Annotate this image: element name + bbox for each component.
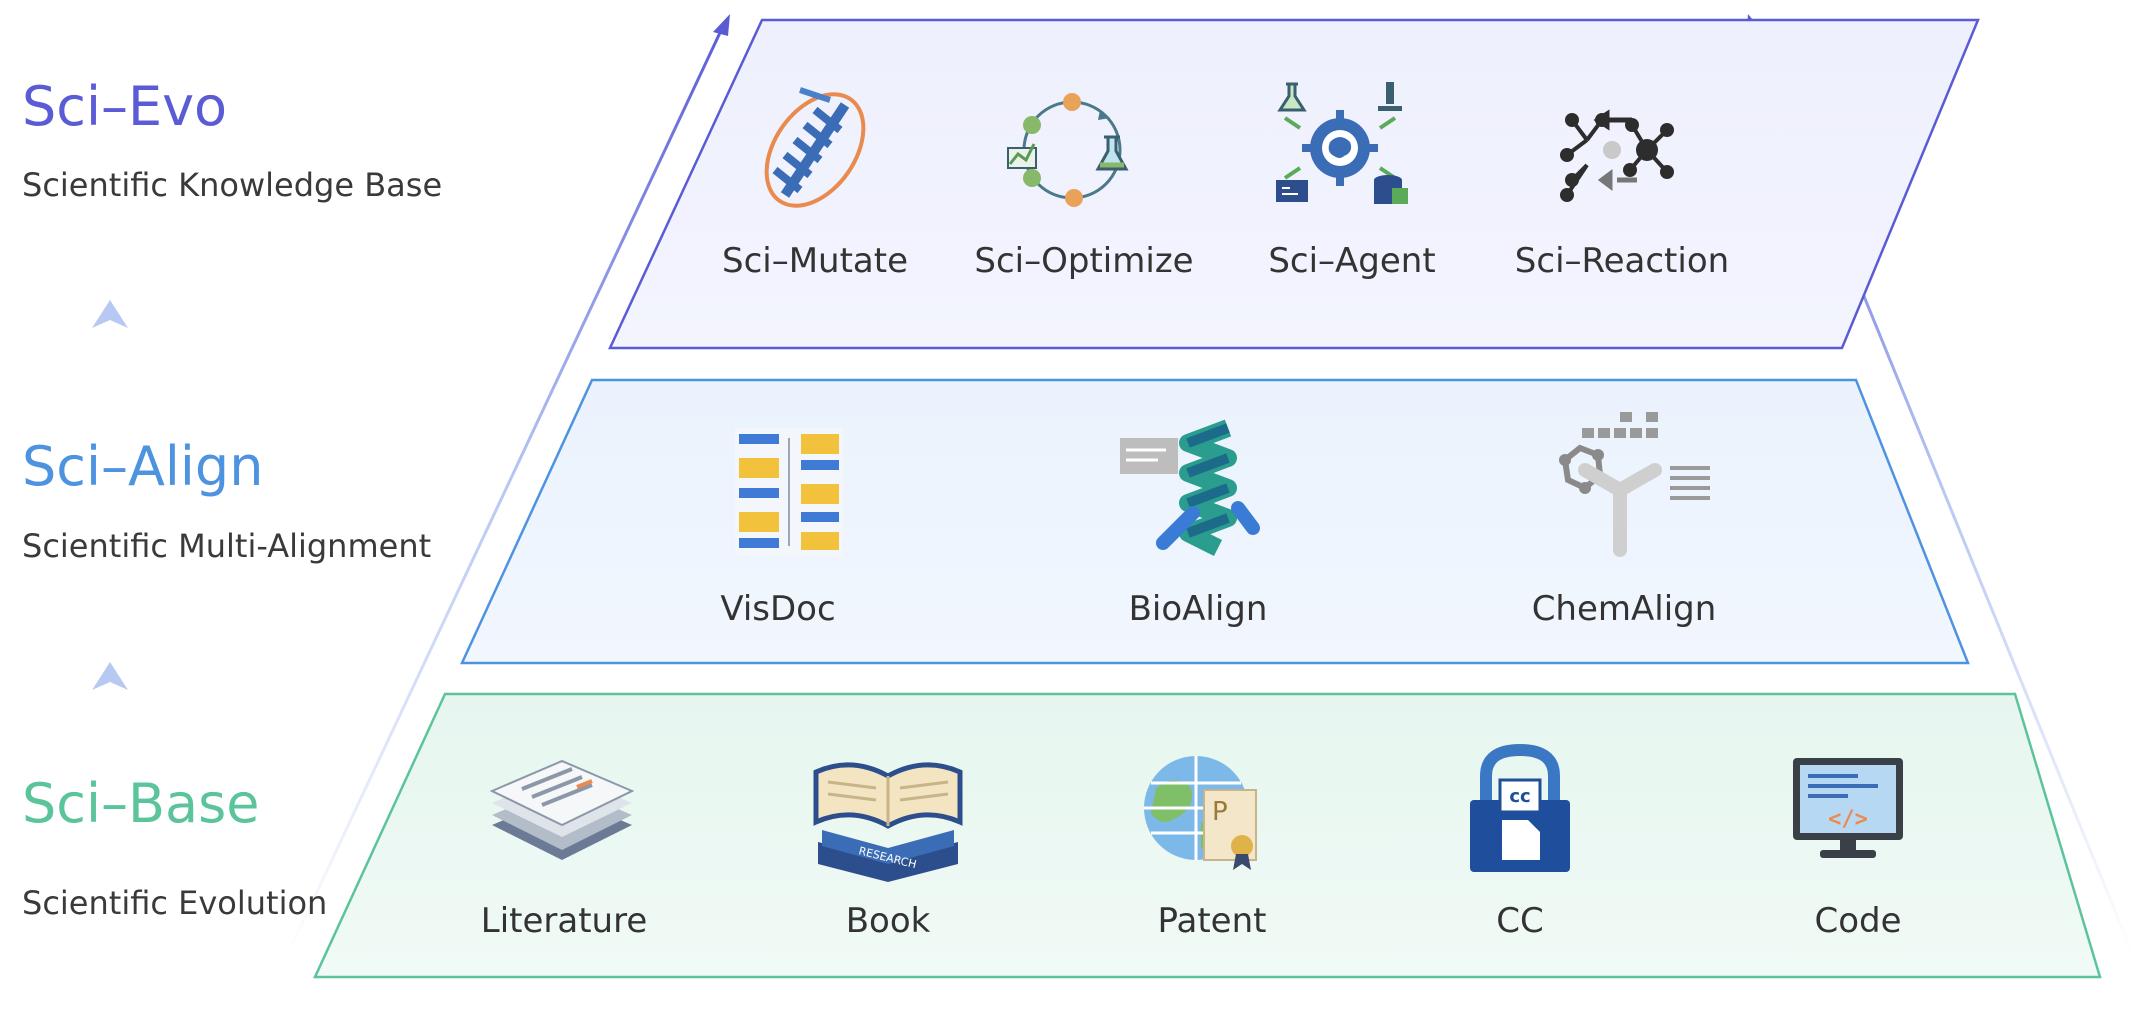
chemical-structure-icon: [1559, 412, 1710, 557]
item-label: Book: [846, 901, 931, 941]
left-edge-arrow: [283, 14, 730, 961]
newspaper-stack-icon: [489, 759, 635, 860]
svg-text:</>: </>: [1828, 807, 1868, 832]
tier-align-title: Sci–Align: [22, 435, 263, 498]
tier-align-subtitle: Scientific Multi-Alignment: [22, 527, 431, 565]
protein-helix-icon: [1120, 419, 1260, 557]
item-label: BioAlign: [1129, 589, 1268, 629]
chevron-up-icon: [92, 662, 128, 690]
tier-evo-title: Sci–Evo: [22, 75, 227, 138]
tier-base-subtitle: Scientific Evolution: [22, 884, 327, 922]
item-label: Code: [1814, 901, 1901, 941]
svg-text:cc: cc: [1509, 786, 1530, 807]
open-book-icon: RESEARCH: [813, 762, 963, 882]
item-label: Sci–Agent: [1268, 241, 1435, 281]
item-label: CC: [1496, 901, 1543, 941]
item-label: ChemAlign: [1532, 589, 1717, 629]
item-label: Literature: [481, 901, 647, 941]
chevron-up-icon: [92, 300, 128, 328]
svg-text:P: P: [1212, 797, 1228, 827]
creative-commons-lock-icon: cc: [1470, 743, 1570, 872]
item-label: Patent: [1158, 901, 1267, 941]
molecule-reaction-icon: [1560, 109, 1674, 202]
item-label: Sci–Reaction: [1515, 241, 1729, 281]
item-label: VisDoc: [720, 589, 835, 629]
optimization-cycle-icon: [1007, 93, 1129, 207]
ai-agent-brain-icon: [1276, 82, 1408, 204]
tier-evo-subtitle: Scientific Knowledge Base: [22, 166, 442, 204]
item-label: Sci–Optimize: [974, 241, 1193, 281]
patent-globe-icon: P: [1144, 756, 1257, 870]
tier-base-title: Sci–Base: [22, 772, 259, 835]
item-label: Sci–Mutate: [722, 241, 908, 281]
code-monitor-icon: </>: [1793, 758, 1903, 858]
dna-mutation-icon: [764, 87, 866, 208]
document-layout-icon: [735, 428, 843, 556]
